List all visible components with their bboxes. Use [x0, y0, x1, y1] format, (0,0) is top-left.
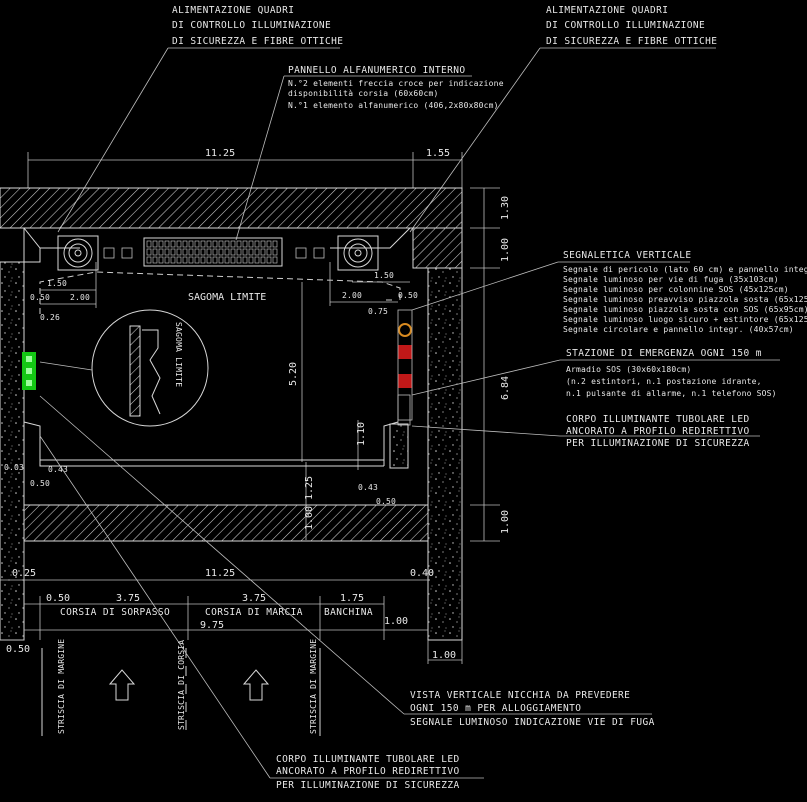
svg-text:Segnale luminoso piazzola sost: Segnale luminoso piazzola sosta con SOS …: [563, 305, 807, 314]
svg-text:STRISCIA DI CORSIA: STRISCIA DI CORSIA: [177, 640, 186, 730]
left-wall: [0, 261, 25, 641]
top-dimension-line: 11.25 1.55: [27, 148, 463, 188]
emergency-note: STAZIONE DI EMERGENZA OGNI 150 m Armadio…: [411, 348, 780, 398]
svg-text:CORSIA DI MARCIA: CORSIA DI MARCIA: [205, 607, 303, 618]
svg-text:Segnale luminoso per colonnine: Segnale luminoso per colonnine SOS (45x1…: [563, 285, 789, 294]
plan-view: STRISCIA DI MARGINE STRISCIA DI CORSIA S…: [41, 639, 321, 736]
svg-text:1.55: 1.55: [426, 148, 450, 159]
svg-text:ALIMENTAZIONE QUADRI: ALIMENTAZIONE QUADRI: [546, 5, 668, 16]
sagoma-limite-label: SAGOMA LIMITE: [188, 292, 266, 303]
svg-text:STRISCIA DI MARGINE: STRISCIA DI MARGINE: [57, 639, 66, 734]
signage-note: SEGNALETICA VERTICALE Segnale di pericol…: [411, 250, 807, 334]
sagoma-limite-outline: [39, 271, 401, 314]
svg-text:Segnale circolare e pannello i: Segnale circolare e pannello integr. (40…: [563, 325, 794, 334]
svg-text:Segnale luminoso luogo sicuro: Segnale luminoso luogo sicuro + estintor…: [563, 315, 807, 324]
svg-text:0.43: 0.43: [48, 465, 68, 474]
svg-text:3.75: 3.75: [116, 593, 140, 604]
svg-text:0.50: 0.50: [30, 293, 50, 302]
svg-text:SAGOMA LIMITE: SAGOMA LIMITE: [174, 322, 183, 387]
svg-text:1.50: 1.50: [374, 271, 394, 280]
svg-text:Segnale luminoso preavviso pia: Segnale luminoso preavviso piazzola sost…: [563, 295, 807, 304]
svg-text:(n.2 estintori, n.1 postazione: (n.2 estintori, n.1 postazione idrante,: [566, 377, 762, 386]
svg-text:1.30: 1.30: [500, 196, 511, 220]
svg-text:SEGNALETICA VERTICALE: SEGNALETICA VERTICALE: [563, 250, 692, 261]
svg-text:1.00: 1.00: [304, 506, 315, 530]
svg-text:0.25: 0.25: [12, 568, 36, 579]
right-dimension-chain: 1.30 1.00 6.84 1.00: [470, 187, 511, 542]
svg-text:1.00: 1.00: [500, 238, 511, 262]
svg-text:DI CONTROLLO ILLUMINAZIONE: DI CONTROLLO ILLUMINAZIONE: [546, 20, 705, 31]
led-bottom-note: CORPO ILLUMINANTE TUBOLARE LED ANCORATO …: [39, 435, 484, 791]
svg-text:0.50: 0.50: [46, 593, 70, 604]
svg-text:n.1 pulsante di allarme, n.1 t: n.1 pulsante di allarme, n.1 telefono SO…: [566, 389, 777, 398]
svg-text:Segnale di pericolo (lato 60 c: Segnale di pericolo (lato 60 cm) e panne…: [563, 265, 807, 274]
svg-text:ALIMENTAZIONE QUADRI: ALIMENTAZIONE QUADRI: [172, 5, 294, 16]
svg-text:SEGNALE LUMINOSO INDICAZIONE V: SEGNALE LUMINOSO INDICAZIONE VIE DI FUGA: [410, 717, 655, 728]
svg-text:DI CONTROLLO ILLUMINAZIONE: DI CONTROLLO ILLUMINAZIONE: [172, 20, 331, 31]
carriageway: 0.03 0.43 0.50 0.43 0.50: [4, 421, 409, 506]
svg-text:PER ILLUMINAZIONE DI SICUREZZA: PER ILLUMINAZIONE DI SICUREZZA: [566, 438, 750, 449]
emergency-station: [397, 309, 413, 426]
svg-text:0.50: 0.50: [376, 497, 396, 506]
svg-text:0.50: 0.50: [398, 291, 418, 300]
svg-text:ANCORATO A PROFILO REDIRETTIVO: ANCORATO A PROFILO REDIRETTIVO: [566, 426, 750, 437]
svg-text:1.50: 1.50: [47, 279, 67, 288]
top-slab: [0, 187, 463, 229]
svg-text:CORPO ILLUMINANTE TUBOLARE LED: CORPO ILLUMINANTE TUBOLARE LED: [276, 754, 460, 765]
svg-text:VISTA VERTICALE NICCHIA DA PRE: VISTA VERTICALE NICCHIA DA PREVEDERE: [410, 690, 630, 701]
clearance-dim: 5.20 1.25 1.00 1.10: [288, 282, 367, 540]
svg-text:0.50: 0.50: [6, 644, 30, 655]
svg-text:STAZIONE DI EMERGENZA OGNI 150: STAZIONE DI EMERGENZA OGNI 150 m: [566, 348, 762, 359]
left-jet-fan: [57, 235, 99, 271]
svg-text:0.75: 0.75: [368, 307, 388, 316]
inner-dims-right: 1.50 2.00 0.50 0.75: [329, 262, 418, 316]
svg-text:1.10: 1.10: [356, 422, 367, 446]
bottom-slab: [23, 504, 429, 542]
left-escape-sign: [22, 352, 36, 390]
svg-text:0.03: 0.03: [4, 463, 24, 472]
svg-text:11.25: 11.25: [205, 568, 235, 579]
svg-text:STRISCIA DI MARGINE: STRISCIA DI MARGINE: [309, 639, 318, 734]
svg-text:BANCHINA: BANCHINA: [324, 607, 373, 618]
svg-text:N.°1 elemento alfanumerico (40: N.°1 elemento alfanumerico (406,2x80x80c…: [288, 101, 499, 110]
svg-text:1.75: 1.75: [340, 593, 364, 604]
svg-text:9.75: 9.75: [200, 620, 224, 631]
svg-text:0.40: 0.40: [410, 568, 434, 579]
niche-note: VISTA VERTICALE NICCHIA DA PREVEDERE OGN…: [39, 395, 655, 728]
svg-text:1.25: 1.25: [304, 476, 315, 500]
svg-text:CORPO ILLUMINANTE TUBOLARE LED: CORPO ILLUMINANTE TUBOLARE LED: [566, 414, 750, 425]
svg-text:ANCORATO A PROFILO REDIRETTIVO: ANCORATO A PROFILO REDIRETTIVO: [276, 766, 460, 777]
bottom-dimension-chain: 0.25 11.25 0.40 0.50 3.75 3.75 1.75 CORS…: [0, 541, 463, 664]
right-wall-upper: [412, 227, 463, 269]
svg-text:PER ILLUMINAZIONE DI SICUREZZA: PER ILLUMINAZIONE DI SICUREZZA: [276, 780, 460, 791]
svg-text:11.25: 11.25: [205, 148, 235, 159]
svg-text:3.75: 3.75: [242, 593, 266, 604]
svg-text:DI SICUREZZA E FIBRE OTTICHE: DI SICUREZZA E FIBRE OTTICHE: [546, 36, 717, 47]
svg-text:Armadio SOS (30x60x180cm): Armadio SOS (30x60x180cm): [566, 365, 691, 374]
svg-text:0.26: 0.26: [40, 313, 60, 322]
svg-text:N.°2 elementi freccia croce pe: N.°2 elementi freccia croce per indicazi…: [288, 79, 504, 88]
svg-text:1.00: 1.00: [500, 510, 511, 534]
svg-text:2.00: 2.00: [342, 291, 362, 300]
led-right-note: CORPO ILLUMINANTE TUBOLARE LED ANCORATO …: [411, 414, 760, 449]
detail-bubble: SAGOMA LIMITE: [39, 309, 209, 427]
inner-dims-left: 1.50 2.00 0.50 0.26: [30, 262, 97, 322]
svg-text:CORSIA DI SORPASSO: CORSIA DI SORPASSO: [60, 607, 170, 618]
svg-text:1.00: 1.00: [384, 616, 408, 627]
right-wall: [427, 267, 463, 641]
svg-text:Segnale luminoso per vie di fu: Segnale luminoso per vie di fuga (35x103…: [563, 275, 779, 284]
svg-text:PANNELLO ALFANUMERICO INTERNO: PANNELLO ALFANUMERICO INTERNO: [288, 65, 465, 76]
svg-text:0.50: 0.50: [30, 479, 50, 488]
svg-text:2.00: 2.00: [70, 293, 90, 302]
right-jet-fan: [337, 235, 379, 271]
svg-text:1.00: 1.00: [432, 650, 456, 661]
svg-text:DI SICUREZZA E FIBRE OTTICHE: DI SICUREZZA E FIBRE OTTICHE: [172, 36, 343, 47]
svg-text:0.43: 0.43: [358, 483, 378, 492]
svg-text:OGNI 150 m PER ALLOGGIAMENTO: OGNI 150 m PER ALLOGGIAMENTO: [410, 703, 581, 714]
alphanumeric-panel: [143, 237, 283, 267]
svg-text:5.20: 5.20: [288, 362, 299, 386]
svg-text:disponibilità corsia (60x60cm): disponibilità corsia (60x60cm): [288, 89, 439, 98]
svg-text:6.84: 6.84: [500, 376, 511, 400]
